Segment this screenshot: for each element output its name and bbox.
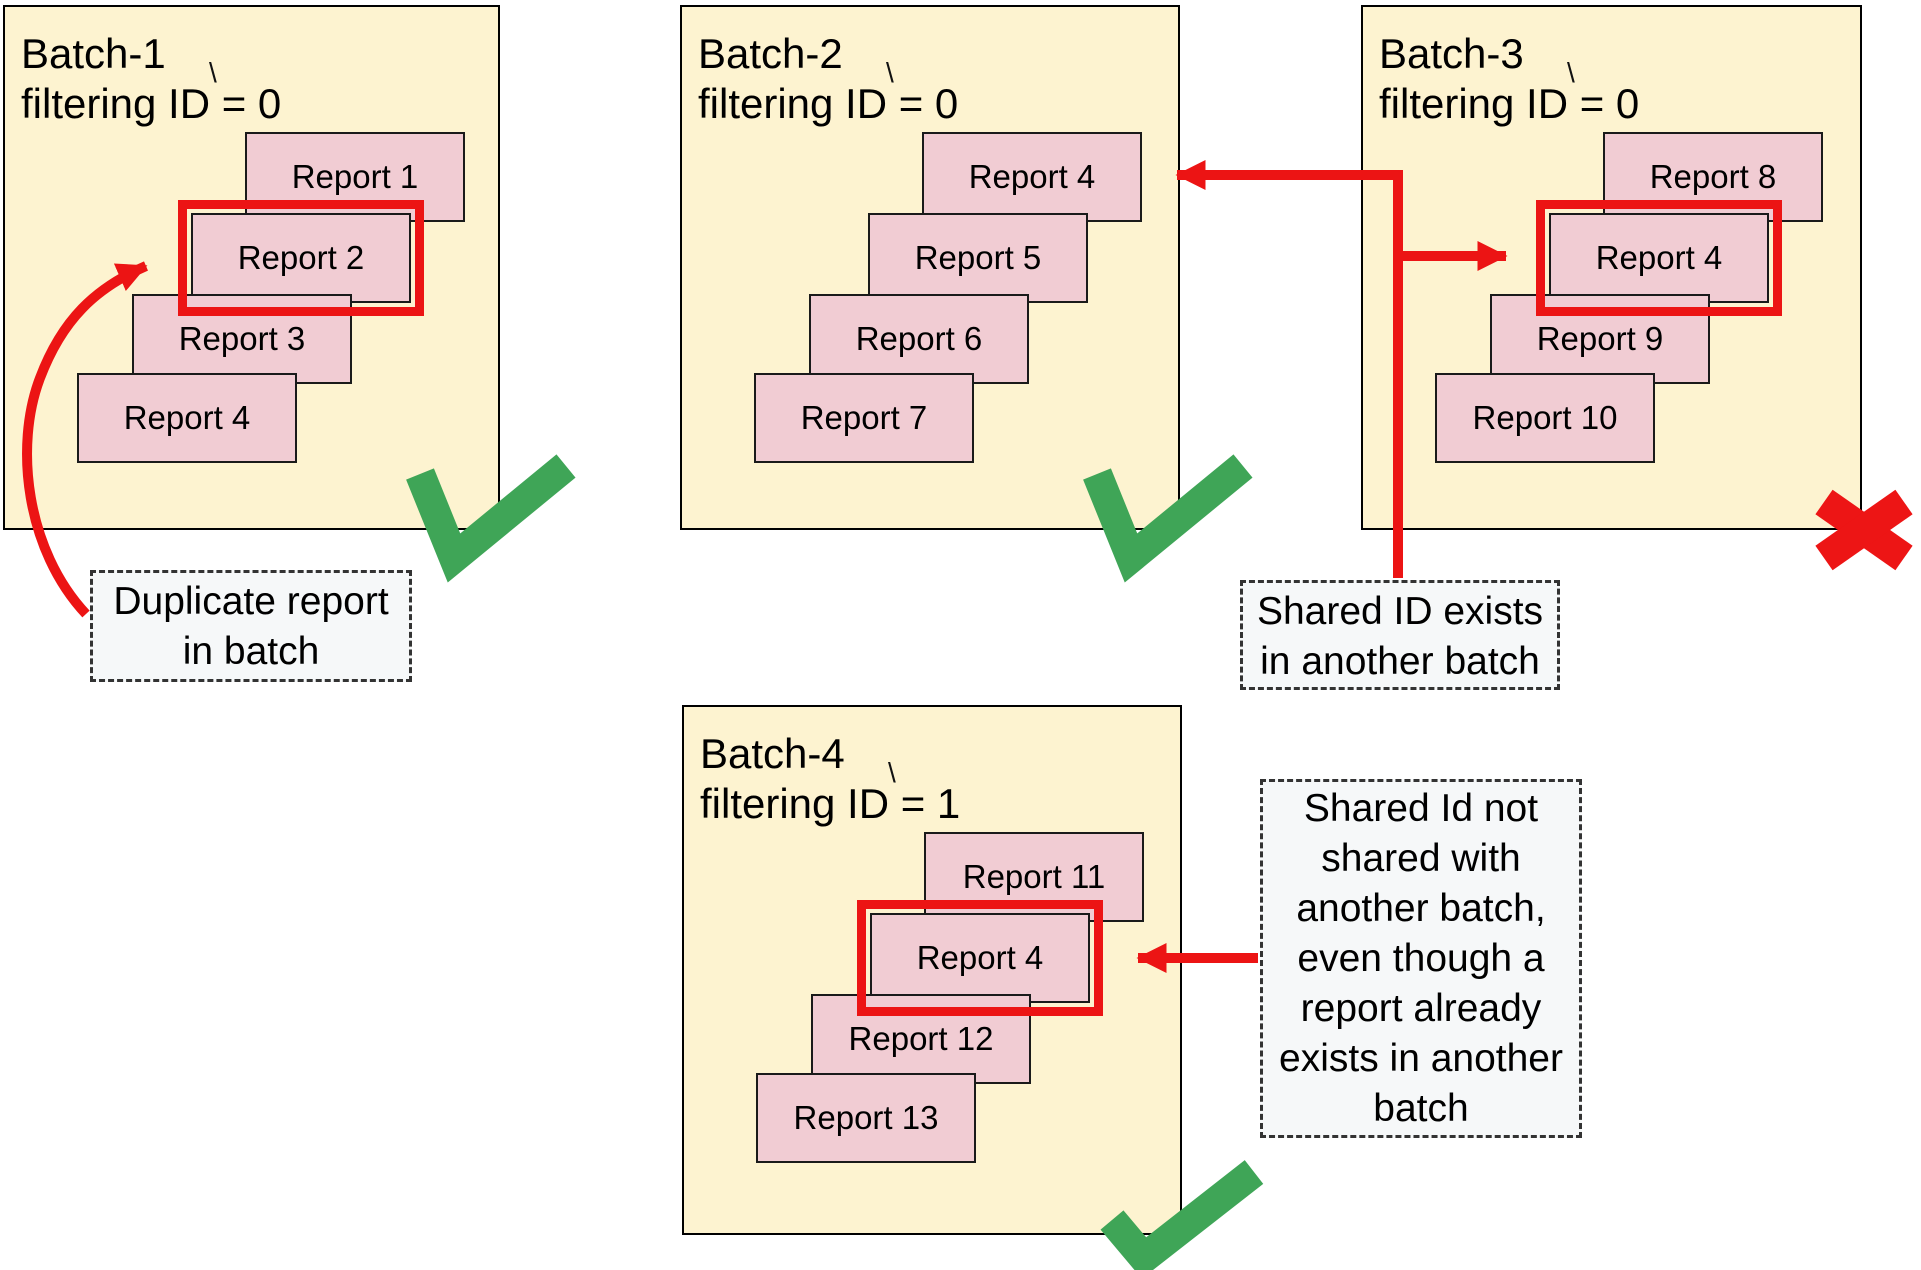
note-line: another batch, — [1296, 887, 1546, 930]
report-card: Report 6 — [809, 294, 1029, 384]
batch-2-name: Batch-2 — [698, 30, 843, 77]
note-line: shared with — [1321, 837, 1521, 880]
note-line: exists in another — [1279, 1037, 1563, 1080]
shared-id-not-shared-note: Shared Id not shared with another batch,… — [1260, 779, 1582, 1138]
duplicate-report-highlight-box — [178, 200, 424, 316]
note-line: Duplicate report — [113, 580, 389, 623]
batch-4-filter-id: filtering ID = 1 — [700, 780, 961, 827]
not-shared-report-highlight-box — [857, 900, 1103, 1016]
shared-id-exists-note: Shared ID exists in another batch — [1240, 580, 1560, 690]
batch-3-title: Batch-3 filtering ID = 0 — [1379, 29, 1639, 129]
tick-mark: \ — [1567, 57, 1575, 88]
tick-mark: \ — [886, 57, 894, 88]
batch-1-name: Batch-1 — [21, 30, 166, 77]
batch-2-panel: Batch-2 filtering ID = 0 \ Report 4 Repo… — [680, 5, 1180, 530]
tick-mark: \ — [888, 757, 896, 788]
report-card: Report 4 — [870, 913, 1090, 1003]
note-line: in another batch — [1260, 640, 1540, 683]
batch-1-filter-id: filtering ID = 0 — [21, 80, 282, 127]
note-line: even though a — [1297, 937, 1545, 980]
report-card: Report 13 — [756, 1073, 976, 1163]
note-line: in batch — [182, 630, 320, 673]
report-card: Report 4 — [922, 132, 1142, 222]
batch-4-title: Batch-4 filtering ID = 1 — [700, 729, 960, 829]
report-card: Report 5 — [868, 213, 1088, 303]
tick-mark: \ — [209, 57, 217, 88]
batch-1-title: Batch-1 filtering ID = 0 — [21, 29, 281, 129]
report-card: Report 4 — [1549, 213, 1769, 303]
shared-report-highlight-box — [1536, 200, 1782, 316]
note-line: report already — [1300, 987, 1542, 1030]
note-line: batch — [1373, 1087, 1469, 1130]
batch-4-panel: Batch-4 filtering ID = 1 \ Report 11 Rep… — [682, 705, 1182, 1235]
report-card: Report 4 — [77, 373, 297, 463]
batch-4-name: Batch-4 — [700, 730, 845, 777]
batch-1-panel: Batch-1 filtering ID = 0 \ Report 1 Repo… — [3, 5, 500, 530]
batch-3-panel: Batch-3 filtering ID = 0 \ Report 8 Repo… — [1361, 5, 1862, 530]
batch-2-title: Batch-2 filtering ID = 0 — [698, 29, 958, 129]
batch-3-name: Batch-3 — [1379, 30, 1524, 77]
note-line: Shared Id not — [1303, 787, 1539, 830]
batch-3-filter-id: filtering ID = 0 — [1379, 80, 1640, 127]
batch-2-filter-id: filtering ID = 0 — [698, 80, 959, 127]
report-card: Report 10 — [1435, 373, 1655, 463]
note-line: Shared ID exists — [1256, 590, 1544, 633]
duplicate-report-note: Duplicate report in batch — [90, 570, 412, 682]
report-card: Report 7 — [754, 373, 974, 463]
